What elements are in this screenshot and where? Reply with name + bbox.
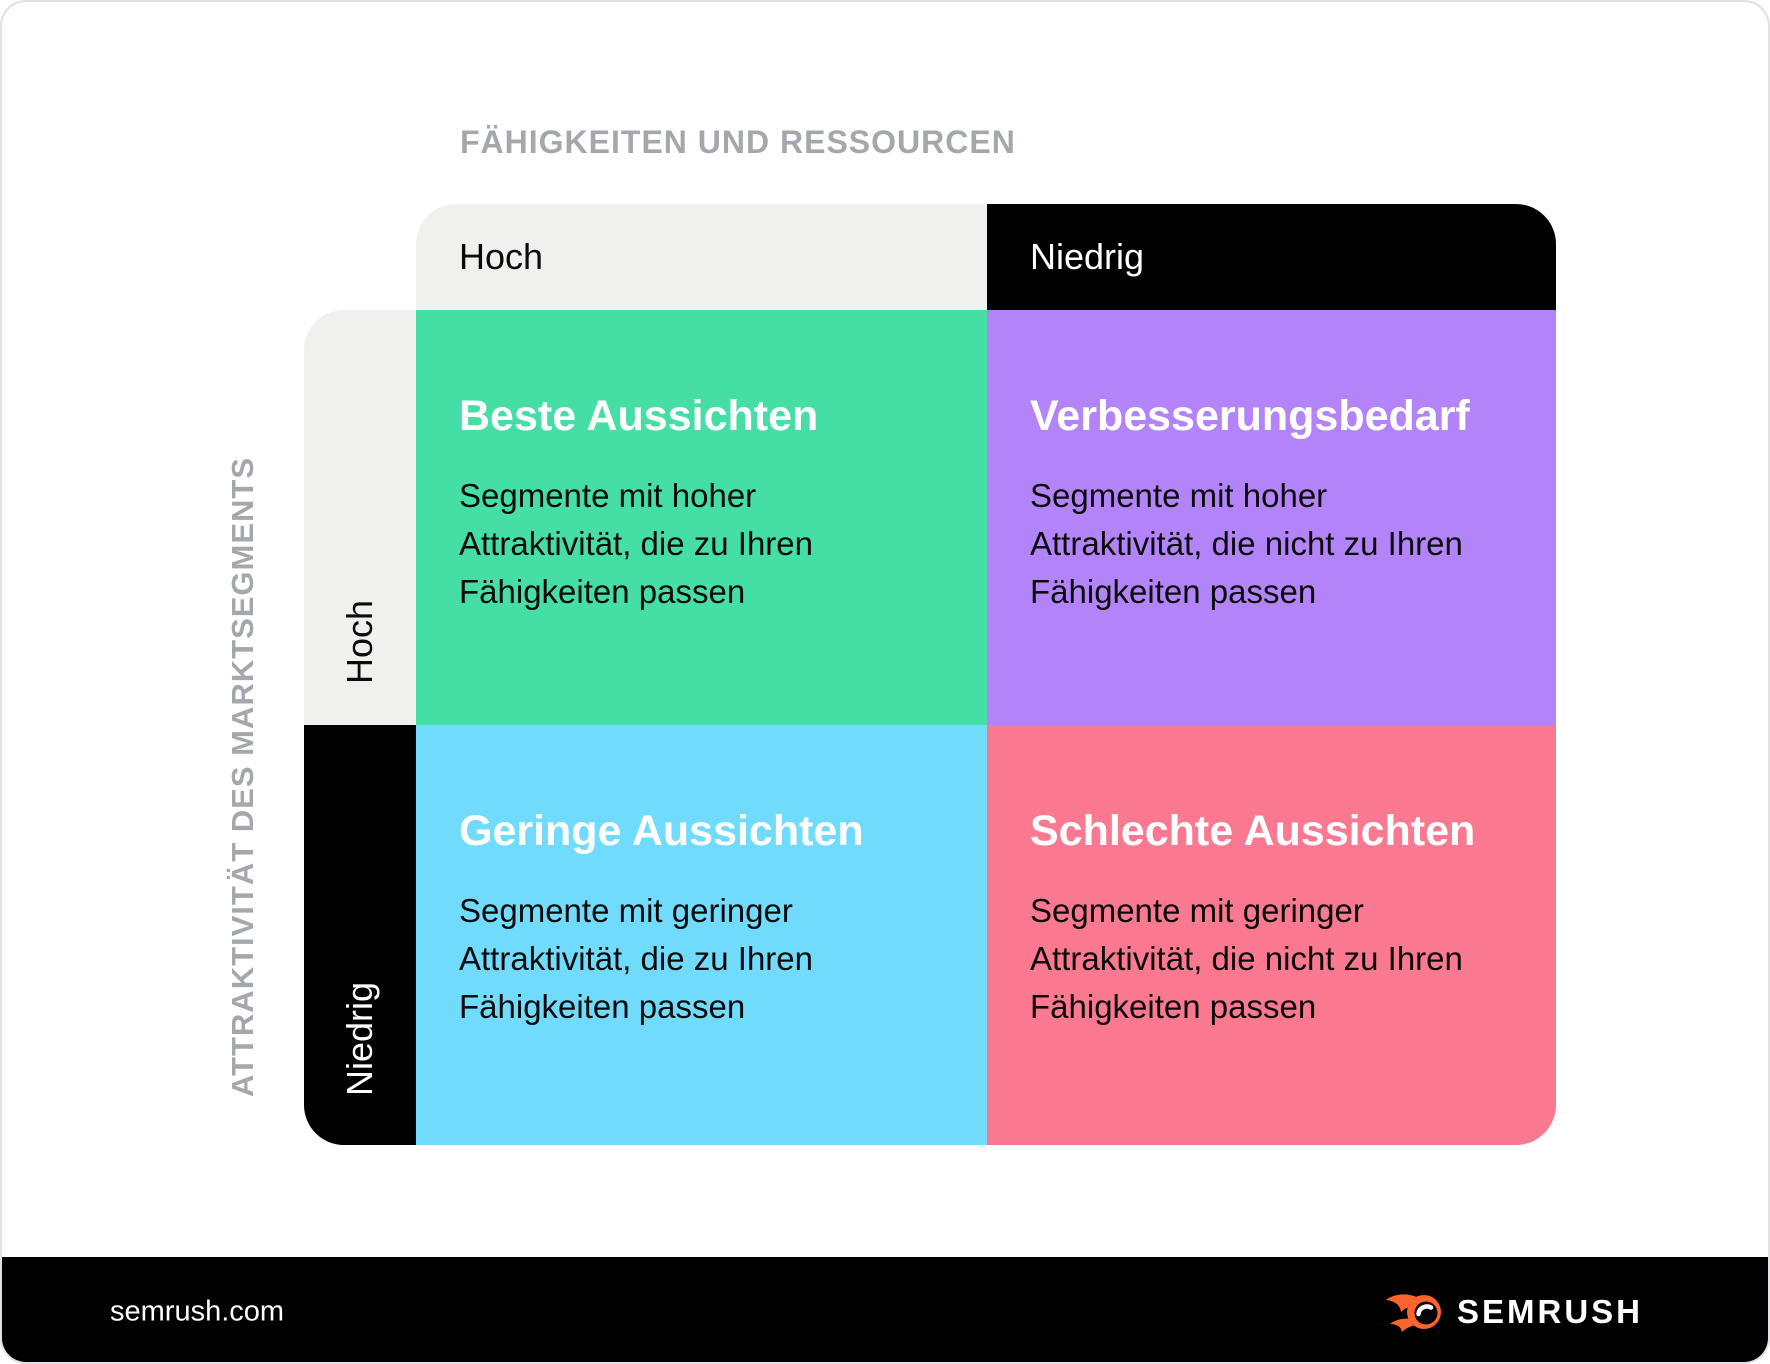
website-url: semrush.com xyxy=(110,1295,285,1327)
quadrant-description-line: Attraktivität, die nicht zu Ihren xyxy=(1030,940,1463,977)
y-axis-title: ATTRAKTIVITÄT DES MARKTSEGMENTS xyxy=(225,456,260,1098)
footer-bar: semrush.com SEMRUSH xyxy=(2,1257,1768,1362)
quadrant-title: Beste Aussichten xyxy=(459,392,819,440)
quadrant-description: Segmente mit hoher Attraktivität, die ni… xyxy=(1030,472,1463,616)
quadrant-description-line: Attraktivität, die zu Ihren xyxy=(459,940,813,977)
column-header-niedrig: Niedrig xyxy=(987,204,1556,310)
quadrant-title: Schlechte Aussichten xyxy=(1030,807,1476,855)
quadrant-beste-aussichten: Beste Aussichten Segmente mit hoher Attr… xyxy=(416,310,987,725)
quadrant-verbesserungsbedarf: Verbesserungsbedarf Segmente mit hoher A… xyxy=(987,310,1556,725)
quadrant-description: Segmente mit hoher Attraktivität, die zu… xyxy=(459,472,813,616)
row-header-label: Niedrig xyxy=(339,981,380,1097)
column-header-label: Niedrig xyxy=(1030,236,1145,277)
quadrant-description-line: Fähigkeiten passen xyxy=(459,573,746,610)
semrush-logo: SEMRUSH xyxy=(1385,1291,1643,1333)
semrush-flame-icon xyxy=(1385,1291,1443,1333)
row-header-hoch: Hoch xyxy=(304,310,416,725)
quadrant-title: Geringe Aussichten xyxy=(459,807,864,855)
quadrant-description: Segmente mit geringer Attraktivität, die… xyxy=(1030,887,1463,1031)
quadrant-schlechte-aussichten: Schlechte Aussichten Segmente mit gering… xyxy=(987,725,1556,1145)
row-header-label: Hoch xyxy=(339,599,380,685)
semrush-wordmark: SEMRUSH xyxy=(1457,1292,1644,1330)
quadrant-description-line: Segmente mit hoher xyxy=(459,477,757,514)
quadrant-geringe-aussichten: Geringe Aussichten Segmente mit geringer… xyxy=(416,725,987,1145)
x-axis-title: FÄHIGKEITEN UND RESSOURCEN xyxy=(460,124,1016,160)
quadrant-description-line: Attraktivität, die zu Ihren xyxy=(459,525,813,562)
quadrant-description-line: Fähigkeiten passen xyxy=(1030,573,1317,610)
quadrant-description-line: Fähigkeiten passen xyxy=(1030,988,1317,1025)
quadrant-description-line: Segmente mit hoher xyxy=(1030,477,1328,514)
row-header-niedrig: Niedrig xyxy=(304,725,416,1145)
quadrant-description-line: Segmente mit geringer xyxy=(1030,892,1364,929)
quadrant-description-line: Attraktivität, die nicht zu Ihren xyxy=(1030,525,1463,562)
quadrant-description-line: Fähigkeiten passen xyxy=(459,988,746,1025)
quadrant-description: Segmente mit geringer Attraktivität, die… xyxy=(459,887,813,1031)
column-header-label: Hoch xyxy=(459,236,544,277)
quadrant-title: Verbesserungsbedarf xyxy=(1030,392,1470,440)
quadrant-description-line: Segmente mit geringer xyxy=(459,892,793,929)
column-header-hoch: Hoch xyxy=(416,204,987,310)
